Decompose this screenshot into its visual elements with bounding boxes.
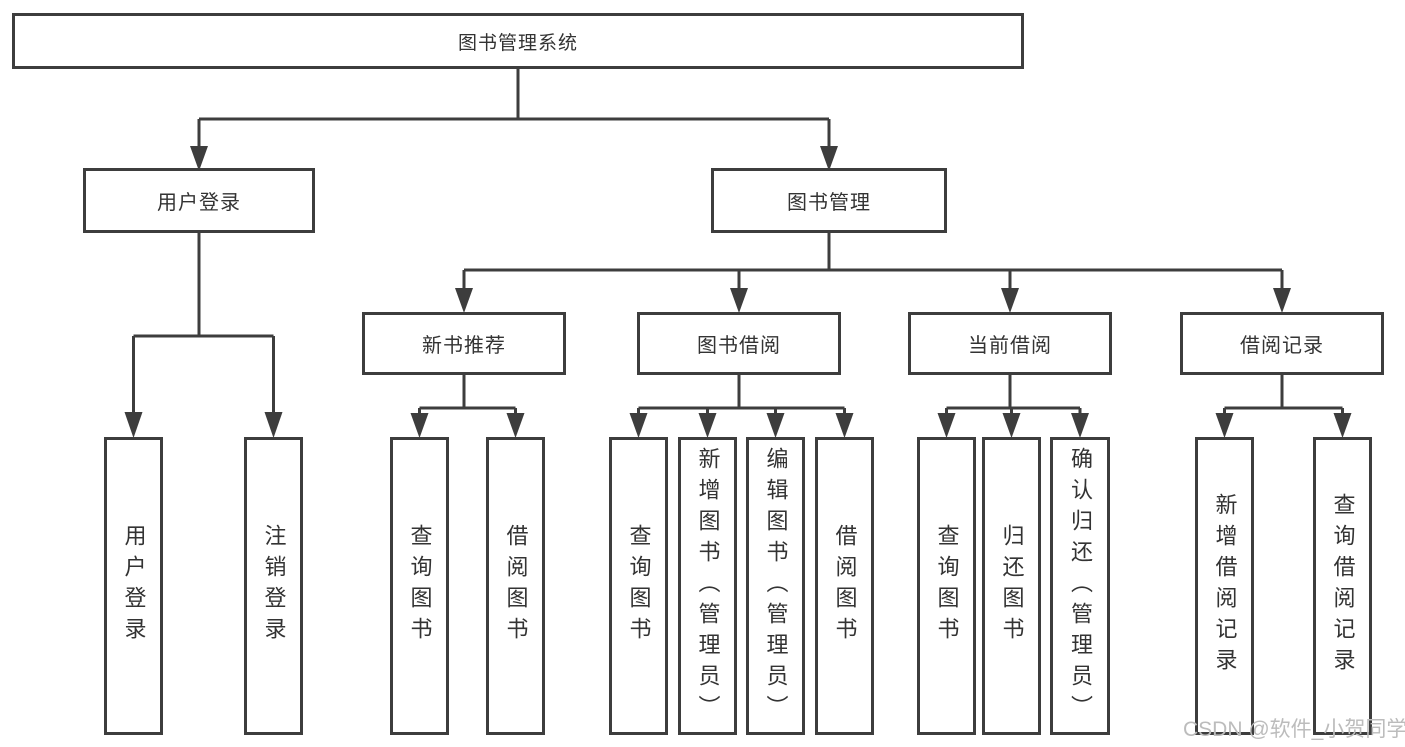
leaf-query-books-current-label: 查询图书 xyxy=(934,524,960,648)
node-current-borrow-label: 当前借阅 xyxy=(968,335,1052,357)
leaf-user-login-label: 用户登录 xyxy=(121,524,147,648)
leaf-query-books-current: 查询图书 xyxy=(917,437,976,735)
leaf-return-book-label: 归还图书 xyxy=(999,524,1025,648)
leaf-query-books-recommend-label: 查询图书 xyxy=(407,524,433,648)
leaf-query-books-borrow-label: 查询图书 xyxy=(626,524,652,648)
leaf-query-books-recommend: 查询图书 xyxy=(390,437,449,735)
leaf-confirm-return-admin-label: 确认归还（管理员） xyxy=(1068,446,1093,726)
leaf-add-borrow-record: 新增借阅记录 xyxy=(1195,437,1254,735)
node-new-book-recommend-label: 新书推荐 xyxy=(422,335,506,357)
leaf-confirm-return-admin: 确认归还（管理员） xyxy=(1050,437,1110,735)
leaf-borrow-books-recommend-label: 借阅图书 xyxy=(503,524,529,648)
leaf-add-book-admin-label: 新增图书（管理员） xyxy=(695,446,721,726)
node-borrow-records-label: 借阅记录 xyxy=(1240,335,1324,357)
leaf-borrow-books-borrow-label: 借阅图书 xyxy=(832,524,858,648)
node-borrow-records: 借阅记录 xyxy=(1180,312,1384,375)
watermark: CSDN @软件_小贺同学 xyxy=(1183,718,1405,741)
leaf-query-borrow-record: 查询借阅记录 xyxy=(1313,437,1372,735)
node-root-system: 图书管理系统 xyxy=(12,13,1024,69)
leaf-return-book: 归还图书 xyxy=(982,437,1041,735)
node-book-management: 图书管理 xyxy=(711,168,947,233)
leaf-query-books-borrow: 查询图书 xyxy=(609,437,668,735)
leaf-logout-login-label: 注销登录 xyxy=(261,524,287,648)
leaf-edit-book-admin: 编辑图书（管理员） xyxy=(746,437,805,735)
node-new-book-recommend: 新书推荐 xyxy=(362,312,566,375)
leaf-query-borrow-record-label: 查询借阅记录 xyxy=(1330,493,1356,679)
leaf-add-borrow-record-label: 新增借阅记录 xyxy=(1212,493,1238,679)
leaf-borrow-books-borrow: 借阅图书 xyxy=(815,437,874,735)
leaf-edit-book-admin-label: 编辑图书（管理员） xyxy=(763,446,789,726)
node-root-system-label: 图书管理系统 xyxy=(457,32,578,54)
leaf-user-login: 用户登录 xyxy=(104,437,163,735)
node-current-borrow: 当前借阅 xyxy=(908,312,1112,375)
node-book-borrow-label: 图书借阅 xyxy=(697,335,781,357)
node-user-login: 用户登录 xyxy=(83,168,315,233)
leaf-logout-login: 注销登录 xyxy=(244,437,303,735)
node-user-login-label: 用户登录 xyxy=(157,192,241,214)
node-book-borrow: 图书借阅 xyxy=(637,312,841,375)
node-book-management-label: 图书管理 xyxy=(787,192,871,214)
leaf-borrow-books-recommend: 借阅图书 xyxy=(486,437,545,735)
leaf-add-book-admin: 新增图书（管理员） xyxy=(678,437,737,735)
